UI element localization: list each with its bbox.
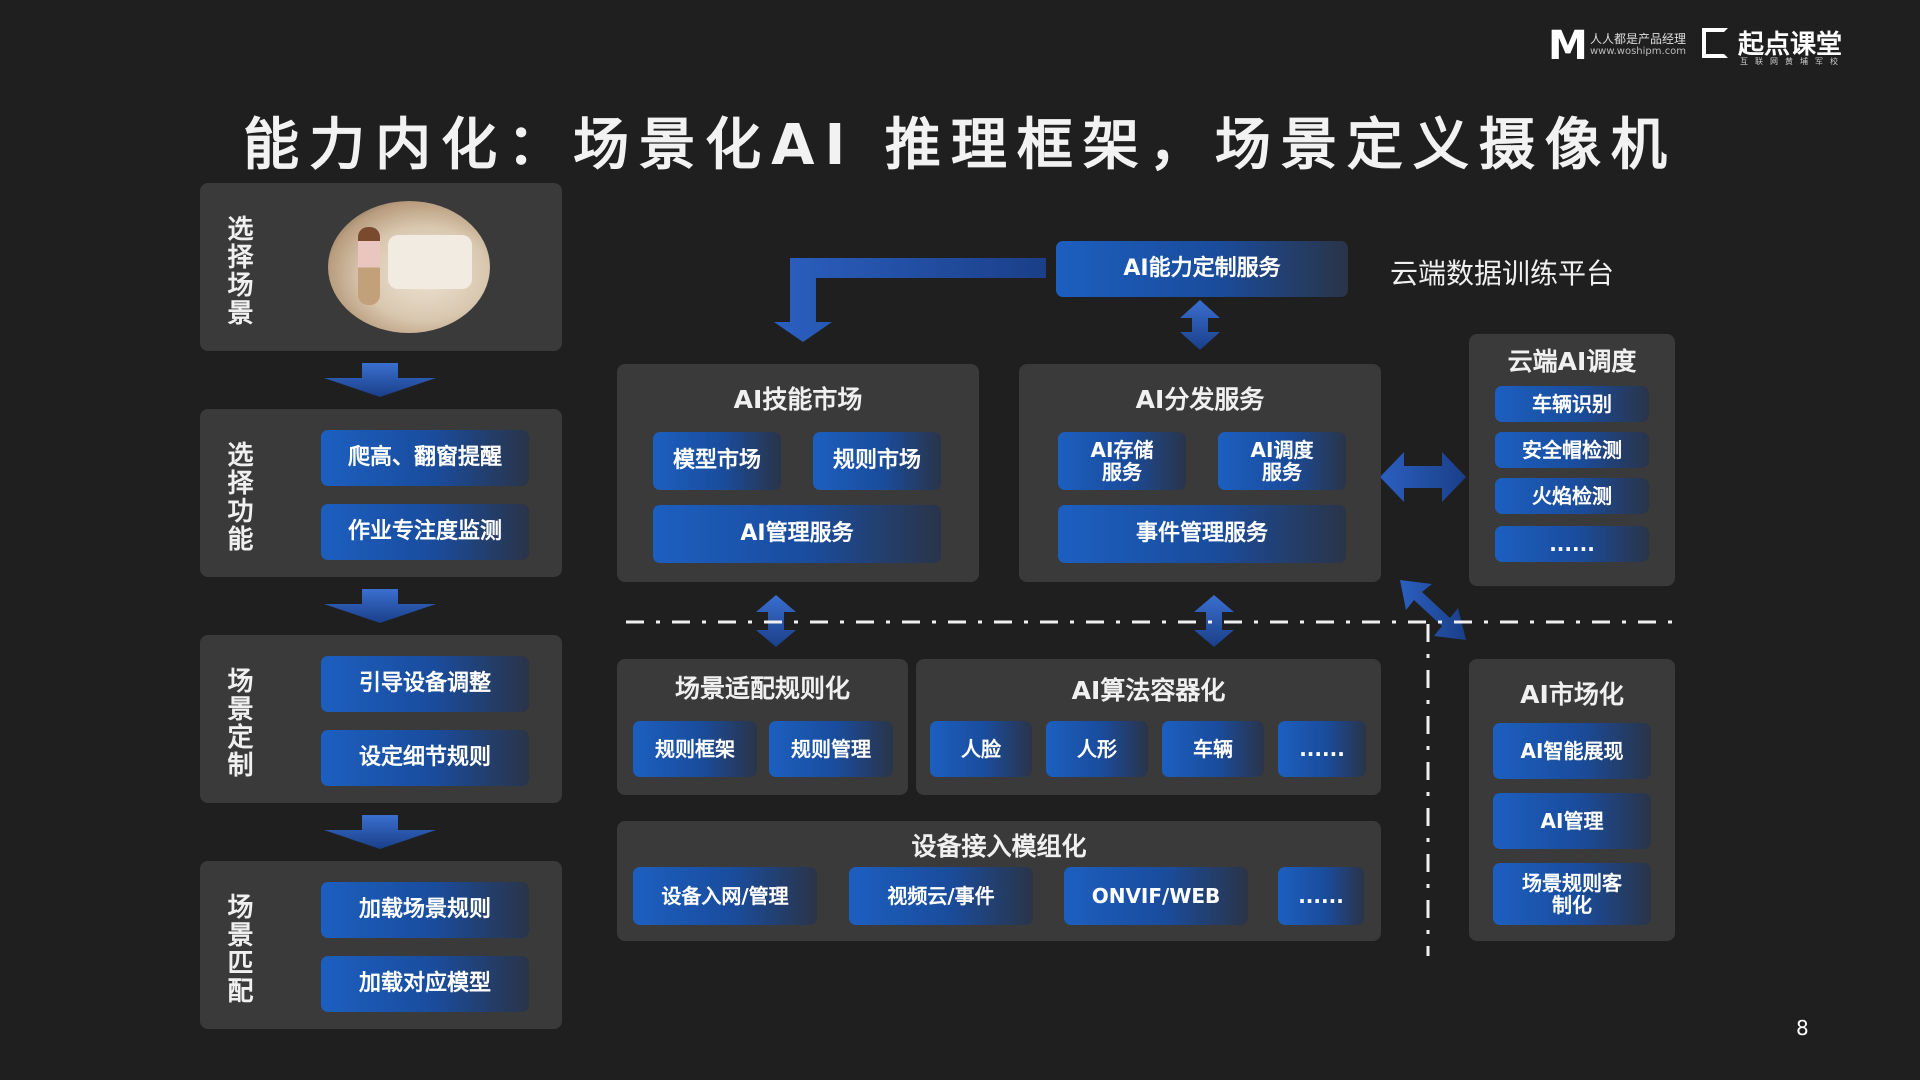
- model-market-button[interactable]: 模型市场: [653, 432, 781, 490]
- brand-logo: M 人人都是产品经理 www.woshipm.com 起点课堂 互联网黄埔军校: [1548, 24, 1878, 68]
- step-select-function: 选择功能 爬高、翻窗提醒 作业专注度监测: [200, 409, 562, 577]
- fire-detection-button[interactable]: 火焰检测: [1495, 478, 1649, 514]
- page-number: 8: [1796, 1016, 1809, 1040]
- more-button[interactable]: ......: [1278, 721, 1366, 777]
- more-button[interactable]: ......: [1495, 526, 1649, 562]
- scene-rules-panel: 场景适配规则化 规则框架 规则管理: [617, 659, 908, 795]
- customize-button[interactable]: 引导设备调整: [321, 656, 529, 712]
- double-arrow-vertical-icon: [1180, 300, 1220, 350]
- ai-storage-service-button[interactable]: AI存储 服务: [1058, 432, 1186, 490]
- flow-arrow-down-icon: [324, 589, 436, 623]
- ai-management-button[interactable]: AI管理: [1493, 793, 1651, 849]
- match-button[interactable]: 加载对应模型: [321, 956, 529, 1012]
- double-arrow-diagonal-icon: [1400, 580, 1466, 640]
- elbow-arrow-icon: [774, 258, 1046, 342]
- ai-algorithm-container-panel: AI算法容器化 人脸 人形 车辆 ......: [916, 659, 1381, 795]
- scene-photo: [328, 201, 490, 333]
- video-cloud-event-button[interactable]: 视频云/事件: [849, 867, 1033, 925]
- child-figure: [358, 227, 380, 305]
- section-title: AI算法容器化: [1071, 676, 1226, 705]
- sofa-shape: [388, 235, 472, 289]
- section-title: 云端AI调度: [1507, 347, 1637, 376]
- function-button[interactable]: 作业专注度监测: [321, 504, 529, 560]
- double-arrow-horizontal-icon: [1380, 452, 1466, 502]
- match-button[interactable]: 加载场景规则: [321, 882, 529, 938]
- step-label: 场景定制: [223, 667, 253, 779]
- partner-name: 起点课堂: [1738, 30, 1843, 60]
- human-button[interactable]: 人形: [1046, 721, 1148, 777]
- brand-url: www.woshipm.com: [1590, 46, 1687, 57]
- helmet-detection-button[interactable]: 安全帽检测: [1495, 432, 1649, 468]
- ai-scheduling-service-button[interactable]: AI调度 服务: [1218, 432, 1346, 490]
- ai-skill-market-panel: AI技能市场 模型市场 规则市场 AI管理服务: [617, 364, 979, 582]
- step-scene-customize: 场景定制 引导设备调整 设定细节规则: [200, 635, 562, 803]
- page-title: 能力内化：场景化AI 推理框架，场景定义摄像机: [243, 113, 1677, 178]
- step-scene-match: 场景匹配 加载场景规则 加载对应模型: [200, 861, 562, 1029]
- qidian-logo-icon: [1702, 28, 1728, 58]
- function-button[interactable]: 爬高、翻窗提醒: [321, 430, 529, 486]
- rule-market-button[interactable]: 规则市场: [813, 432, 941, 490]
- cloud-platform-label: 云端数据训练平台: [1390, 257, 1615, 290]
- ai-marketization-panel: AI市场化 AI智能展现 AI管理 场景规则客 制化: [1469, 659, 1675, 941]
- vehicle-button[interactable]: 车辆: [1162, 721, 1264, 777]
- section-title: AI分发服务: [1135, 385, 1265, 414]
- network-management-button[interactable]: 设备入网/管理: [633, 867, 817, 925]
- step-label: 选择场景: [223, 215, 253, 327]
- rule-framework-button[interactable]: 规则框架: [633, 721, 757, 777]
- ai-distribution-panel: AI分发服务 AI存储 服务 AI调度 服务 事件管理服务: [1019, 364, 1381, 582]
- flow-arrow-down-icon: [324, 363, 436, 397]
- double-arrow-vertical-icon: [1194, 595, 1234, 647]
- step-label: 选择功能: [223, 441, 253, 553]
- face-button[interactable]: 人脸: [930, 721, 1032, 777]
- event-management-button[interactable]: 事件管理服务: [1058, 505, 1346, 563]
- section-title: AI技能市场: [733, 385, 863, 414]
- vehicle-recognition-button[interactable]: 车辆识别: [1495, 386, 1649, 422]
- section-title: 设备接入模组化: [911, 832, 1087, 861]
- ai-custom-service-button[interactable]: AI能力定制服务: [1056, 241, 1348, 297]
- step-select-scene: 选择场景: [200, 183, 562, 351]
- onvif-web-button[interactable]: ONVIF/WEB: [1064, 867, 1248, 925]
- section-title: 场景适配规则化: [674, 674, 850, 703]
- flow-arrow-down-icon: [324, 815, 436, 849]
- ai-display-button[interactable]: AI智能展现: [1493, 723, 1651, 779]
- partner-tagline: 互联网黄埔军校: [1740, 57, 1845, 66]
- ai-management-service-button[interactable]: AI管理服务: [653, 505, 941, 563]
- section-title: AI市场化: [1520, 680, 1624, 709]
- more-button[interactable]: ......: [1278, 867, 1364, 925]
- cloud-ai-scheduling-panel: 云端AI调度 车辆识别 安全帽检测 火焰检测 ......: [1469, 334, 1675, 586]
- scene-rule-custom-button[interactable]: 场景规则客 制化: [1493, 863, 1651, 925]
- device-access-panel: 设备接入模组化 设备入网/管理 视频云/事件 ONVIF/WEB ......: [617, 821, 1381, 941]
- rule-management-button[interactable]: 规则管理: [769, 721, 893, 777]
- woshipm-logo-icon: M: [1548, 23, 1588, 69]
- customize-button[interactable]: 设定细节规则: [321, 730, 529, 786]
- brand-name: 人人都是产品经理: [1590, 32, 1687, 46]
- step-label: 场景匹配: [223, 893, 253, 1005]
